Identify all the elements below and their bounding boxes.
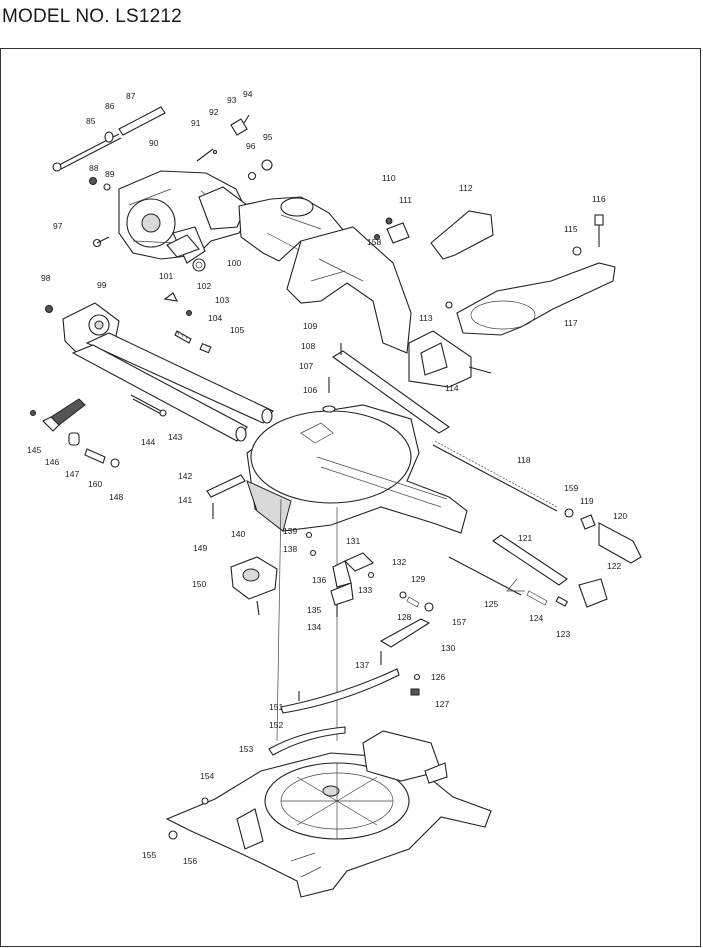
- callout-109: 109: [303, 321, 317, 331]
- callout-99: 99: [97, 280, 107, 290]
- callout-157: 157: [452, 617, 466, 627]
- callout-114: 114: [445, 383, 459, 393]
- callout-85: 85: [86, 116, 96, 126]
- callout-106: 106: [303, 385, 317, 395]
- callout-139: 139: [283, 526, 297, 536]
- guide-fence-right: [456, 214, 616, 336]
- exploded-parts-diagram: 85 86 87 88 89 90 91 92 93 94 95 96 97 98 99 100 101 102 1…: [0, 48, 701, 947]
- arm-and-rods: [45, 302, 274, 442]
- callout-111: 111: [399, 195, 412, 205]
- lock-handle-group: [30, 398, 120, 468]
- callout-104: 104: [208, 313, 222, 323]
- bevel-lock-rod-group: [448, 534, 608, 608]
- callout-117: 117: [564, 318, 578, 328]
- callout-116: 116: [592, 194, 606, 204]
- callout-86: 86: [105, 101, 115, 111]
- callout-90: 90: [149, 138, 159, 148]
- callout-92: 92: [209, 107, 219, 117]
- callout-160: 160: [88, 479, 102, 489]
- callout-144: 144: [141, 437, 155, 447]
- callout-149: 149: [193, 543, 207, 553]
- callout-131: 131: [346, 536, 360, 546]
- callout-135: 135: [307, 605, 321, 615]
- callout-88: 88: [89, 163, 99, 173]
- callout-150: 150: [192, 579, 206, 589]
- callout-130: 130: [441, 643, 455, 653]
- callout-87: 87: [126, 91, 136, 101]
- callout-152: 152: [269, 720, 283, 730]
- callout-154: 154: [200, 771, 214, 781]
- callout-98: 98: [41, 273, 51, 283]
- callout-145: 145: [27, 445, 41, 455]
- callout-140: 140: [231, 529, 245, 539]
- diagram-canvas: 85 86 87 88 89 90 91 92 93 94 95 96 97 98 99 100 101 102 1…: [27, 89, 642, 898]
- callout-125: 125: [484, 599, 498, 609]
- guide-fence-left: [374, 210, 494, 388]
- callout-112: 112: [459, 183, 473, 193]
- callout-95: 95: [263, 132, 273, 142]
- callout-120: 120: [613, 511, 627, 521]
- callout-labels: 85 86 87 88 89 90 91 92 93 94 95 96 97 98 99 100 101 102 1…: [27, 89, 627, 866]
- miter-scale-strips: [268, 668, 400, 756]
- callout-102: 102: [197, 281, 211, 291]
- saw-base: [165, 730, 492, 898]
- callout-133: 133: [358, 585, 372, 595]
- callout-138: 138: [283, 544, 297, 554]
- callout-105: 105: [230, 325, 244, 335]
- callout-121: 121: [518, 533, 532, 543]
- shaft-and-bolt-group: [52, 106, 166, 191]
- callout-137: 137: [355, 660, 369, 670]
- callout-136: 136: [312, 575, 326, 585]
- clamp-group: [206, 474, 278, 616]
- callout-115: 115: [564, 224, 578, 234]
- callout-156: 156: [183, 856, 197, 866]
- lock-bar: [322, 343, 451, 434]
- callout-132: 132: [392, 557, 406, 567]
- callout-94: 94: [243, 89, 253, 99]
- callout-147: 147: [65, 469, 79, 479]
- callout-96: 96: [246, 141, 256, 151]
- callout-108: 108: [301, 341, 315, 351]
- callout-142: 142: [178, 471, 192, 481]
- lower-blade-guard: [286, 226, 412, 354]
- callout-134: 134: [307, 622, 321, 632]
- callout-127: 127: [435, 699, 449, 709]
- callout-110: 110: [382, 173, 396, 183]
- callout-151: 151: [269, 702, 283, 712]
- callout-119: 119: [580, 496, 594, 506]
- turntable-body: [246, 404, 468, 742]
- model-number-title: MODEL NO. LS1212: [2, 6, 182, 27]
- callout-118: 118: [517, 455, 531, 465]
- callout-143: 143: [168, 432, 182, 442]
- callout-123: 123: [556, 629, 570, 639]
- callout-89: 89: [105, 169, 115, 179]
- callout-159: 159: [564, 483, 578, 493]
- callout-128: 128: [397, 612, 411, 622]
- callout-100: 100: [227, 258, 241, 268]
- callout-141: 141: [178, 495, 192, 505]
- motor-body: [238, 196, 350, 262]
- callout-158: 158: [367, 237, 381, 247]
- callout-155: 155: [142, 850, 156, 860]
- callout-126: 126: [431, 672, 445, 682]
- callout-113: 113: [419, 313, 433, 323]
- callout-103: 103: [215, 295, 229, 305]
- rod-and-knob: [432, 440, 642, 564]
- callout-91: 91: [191, 118, 201, 128]
- callout-107: 107: [299, 361, 313, 371]
- callout-122: 122: [607, 561, 621, 571]
- small-parts-upper: [92, 114, 273, 248]
- callout-129: 129: [411, 574, 425, 584]
- callout-153: 153: [239, 744, 253, 754]
- callout-124: 124: [529, 613, 543, 623]
- turntable-lock-parts: [305, 531, 434, 696]
- callout-101: 101: [159, 271, 173, 281]
- spring-latch-group: [163, 234, 206, 316]
- callout-146: 146: [45, 457, 59, 467]
- callout-93: 93: [227, 95, 237, 105]
- callout-148: 148: [109, 492, 123, 502]
- callout-97: 97: [53, 221, 63, 231]
